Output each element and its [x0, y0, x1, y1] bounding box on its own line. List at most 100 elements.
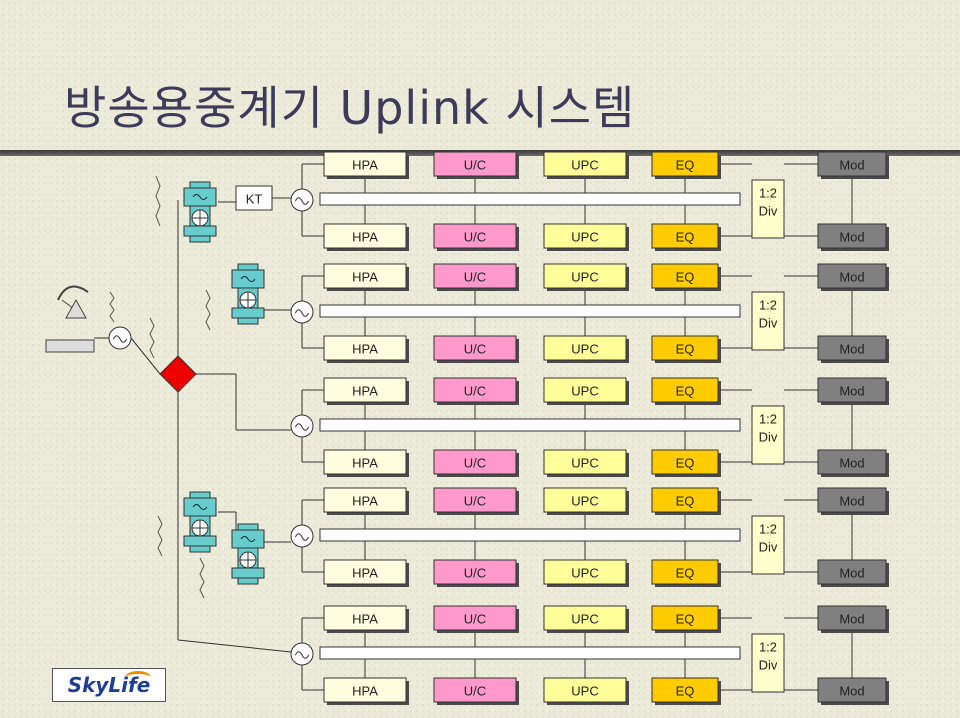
uc-block-label: U/C: [464, 384, 486, 399]
dish-base: [45, 339, 95, 353]
eq-block: [651, 487, 719, 513]
divider-label-1: 1:2: [759, 412, 777, 427]
upc-block-label: UPC: [571, 342, 598, 357]
waveguide-unit: [183, 491, 217, 553]
dish-mount: [65, 298, 87, 319]
hpa-block-label: HPA: [352, 456, 378, 471]
uc-block: [433, 449, 517, 475]
switch-bus: [319, 646, 741, 660]
upc-block-label: UPC: [571, 456, 598, 471]
logo-swoosh-icon: [125, 671, 151, 684]
upc-block: [543, 605, 627, 631]
eq-block: [651, 335, 719, 361]
uc-block-label: U/C: [464, 158, 486, 173]
connection-wires: [94, 163, 853, 691]
filter-icon: [192, 504, 208, 510]
hpa-block: [323, 449, 407, 475]
filter-icon: [192, 194, 208, 200]
eq-block: [651, 223, 719, 249]
hpa-block-label: HPA: [352, 342, 378, 357]
divider-label-1: 1:2: [759, 298, 777, 313]
eq-block-label: EQ: [676, 566, 695, 581]
circulator-icon-wave: [294, 651, 310, 659]
eq-block-label: EQ: [676, 612, 695, 627]
divider-label-1: 1:2: [759, 640, 777, 655]
filter-icon: [240, 276, 256, 282]
zigzag-load: [205, 289, 211, 331]
circulator-icon-wave: [294, 309, 310, 317]
mod-block: [817, 377, 887, 403]
hpa-block: [323, 559, 407, 585]
page-title: 방송용중계기 Uplink 시스템: [64, 81, 636, 135]
to-combiner: [130, 337, 161, 375]
upc-block-label: UPC: [571, 270, 598, 285]
uc-block-label: U/C: [464, 230, 486, 245]
hpa-block: [323, 677, 407, 703]
divider-label-1: 1:2: [759, 522, 777, 537]
uc-block: [433, 487, 517, 513]
divider-block: [751, 515, 785, 575]
kt-box: [235, 185, 273, 211]
dish-reflector: [57, 285, 89, 301]
hpa-block-label: HPA: [352, 270, 378, 285]
circulator-icon-wave: [294, 533, 310, 541]
switch-bus: [319, 528, 741, 542]
mod-block: [817, 449, 887, 475]
hpa-block-label: HPA: [352, 566, 378, 581]
combiner-diamond-icon: [159, 355, 197, 393]
eq-block: [651, 377, 719, 403]
hpa-block-label: HPA: [352, 384, 378, 399]
zigzag-load: [157, 515, 163, 557]
hpa-block: [323, 263, 407, 289]
divider-block: [751, 291, 785, 351]
mod-block-label: Mod: [839, 612, 864, 627]
mod-block-label: Mod: [839, 270, 864, 285]
mod-block: [817, 677, 887, 703]
upc-block: [543, 151, 627, 177]
uc-block: [433, 559, 517, 585]
wg-3-flange-bot: [183, 535, 217, 547]
upc-block-label: UPC: [571, 494, 598, 509]
uc-block: [433, 605, 517, 631]
hpa-block-label: HPA: [352, 494, 378, 509]
mod-block-label: Mod: [839, 494, 864, 509]
filter-icon: [240, 536, 256, 542]
hpa-block: [323, 223, 407, 249]
kt-label: KT: [246, 192, 263, 207]
mod-block: [817, 487, 887, 513]
mod-block-label: Mod: [839, 566, 864, 581]
upc-block: [543, 335, 627, 361]
eq-block-label: EQ: [676, 384, 695, 399]
mod-block-label: Mod: [839, 684, 864, 699]
switch-bus: [319, 192, 741, 206]
upc-block: [543, 677, 627, 703]
eq-block-label: EQ: [676, 494, 695, 509]
mod-block-label: Mod: [839, 158, 864, 173]
uc-block-label: U/C: [464, 566, 486, 581]
divider-label-2: Div: [759, 430, 778, 445]
waveguide-unit: [231, 523, 265, 585]
to-circ-5: [177, 639, 292, 653]
eq-block: [651, 263, 719, 289]
uc-block: [433, 677, 517, 703]
zigzag-load: [109, 291, 115, 323]
uc-block: [433, 151, 517, 177]
uc-block-label: U/C: [464, 612, 486, 627]
eq-block: [651, 449, 719, 475]
hpa-block-label: HPA: [352, 230, 378, 245]
upc-block: [543, 559, 627, 585]
mod-block-label: Mod: [839, 342, 864, 357]
upc-block-label: UPC: [571, 684, 598, 699]
hpa-block: [323, 487, 407, 513]
uc-block: [433, 335, 517, 361]
rf-front-end: KT: [45, 175, 273, 599]
mod-block: [817, 151, 887, 177]
eq-block-label: EQ: [676, 158, 695, 173]
zigzag-load: [149, 317, 155, 359]
hpa-block: [323, 377, 407, 403]
mod-block: [817, 605, 887, 631]
